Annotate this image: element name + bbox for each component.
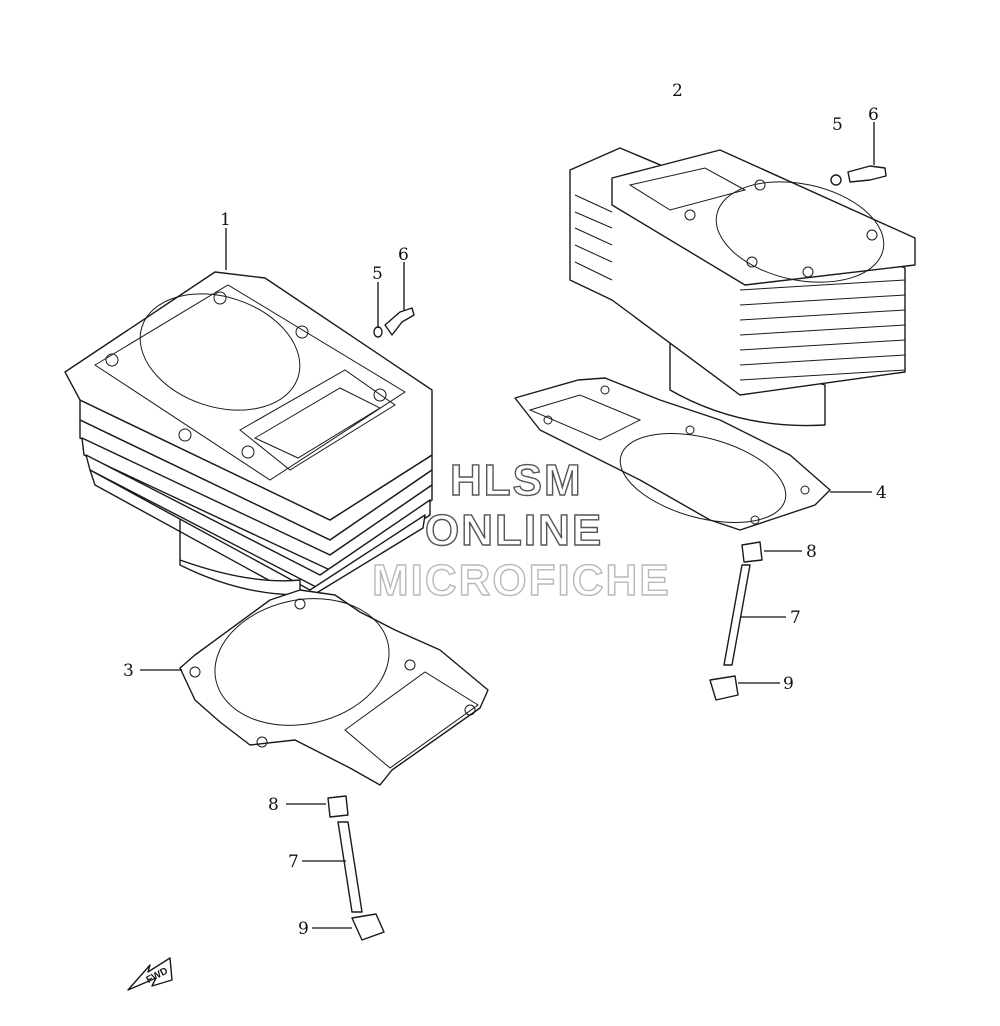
callout-7b: 7 [288, 852, 299, 872]
watermark-line3: MICROFICHE [372, 556, 671, 605]
callout-8a: 8 [806, 542, 817, 562]
cylinder-front[interactable] [64, 271, 433, 601]
stud-bolt-rear[interactable] [723, 564, 751, 666]
base-gasket-rear[interactable] [514, 377, 831, 539]
dowel-pin-rear[interactable] [741, 541, 763, 563]
base-gasket-front[interactable] [179, 583, 489, 786]
dowel-pin-front[interactable] [327, 795, 349, 818]
callout-2: 2 [672, 81, 683, 101]
callout-8b: 8 [268, 795, 279, 815]
forward-direction-arrow: FWD [127, 957, 173, 991]
callout-9b: 9 [298, 919, 309, 939]
callout-5b: 5 [832, 115, 843, 135]
callout-5a: 5 [372, 264, 383, 284]
nut-front[interactable] [351, 913, 385, 941]
o-ring-rear[interactable] [830, 174, 842, 186]
watermark: HLSM ONLINE MICROFICHE [371, 455, 671, 605]
callout-7a: 7 [790, 608, 801, 628]
union-fitting-rear[interactable] [847, 165, 887, 183]
callout-9a: 9 [783, 674, 794, 694]
watermark-line2: ONLINE [425, 506, 603, 555]
callout-1: 1 [220, 210, 231, 230]
callout-6a: 6 [398, 245, 409, 265]
stud-bolt-front[interactable] [337, 821, 363, 913]
cylinder-rear[interactable] [569, 147, 916, 427]
nut-rear[interactable] [709, 675, 739, 701]
callout-3: 3 [123, 661, 134, 681]
callout-4: 4 [876, 483, 887, 503]
leader-lines [140, 122, 875, 929]
callout-labels: 1 2 3 4 5 6 5 6 7 8 9 7 8 9 [123, 81, 887, 939]
union-fitting-front[interactable] [384, 307, 415, 336]
callout-6b: 6 [868, 105, 879, 125]
watermark-line1: HLSM [450, 456, 583, 505]
o-ring-front[interactable] [373, 326, 383, 338]
